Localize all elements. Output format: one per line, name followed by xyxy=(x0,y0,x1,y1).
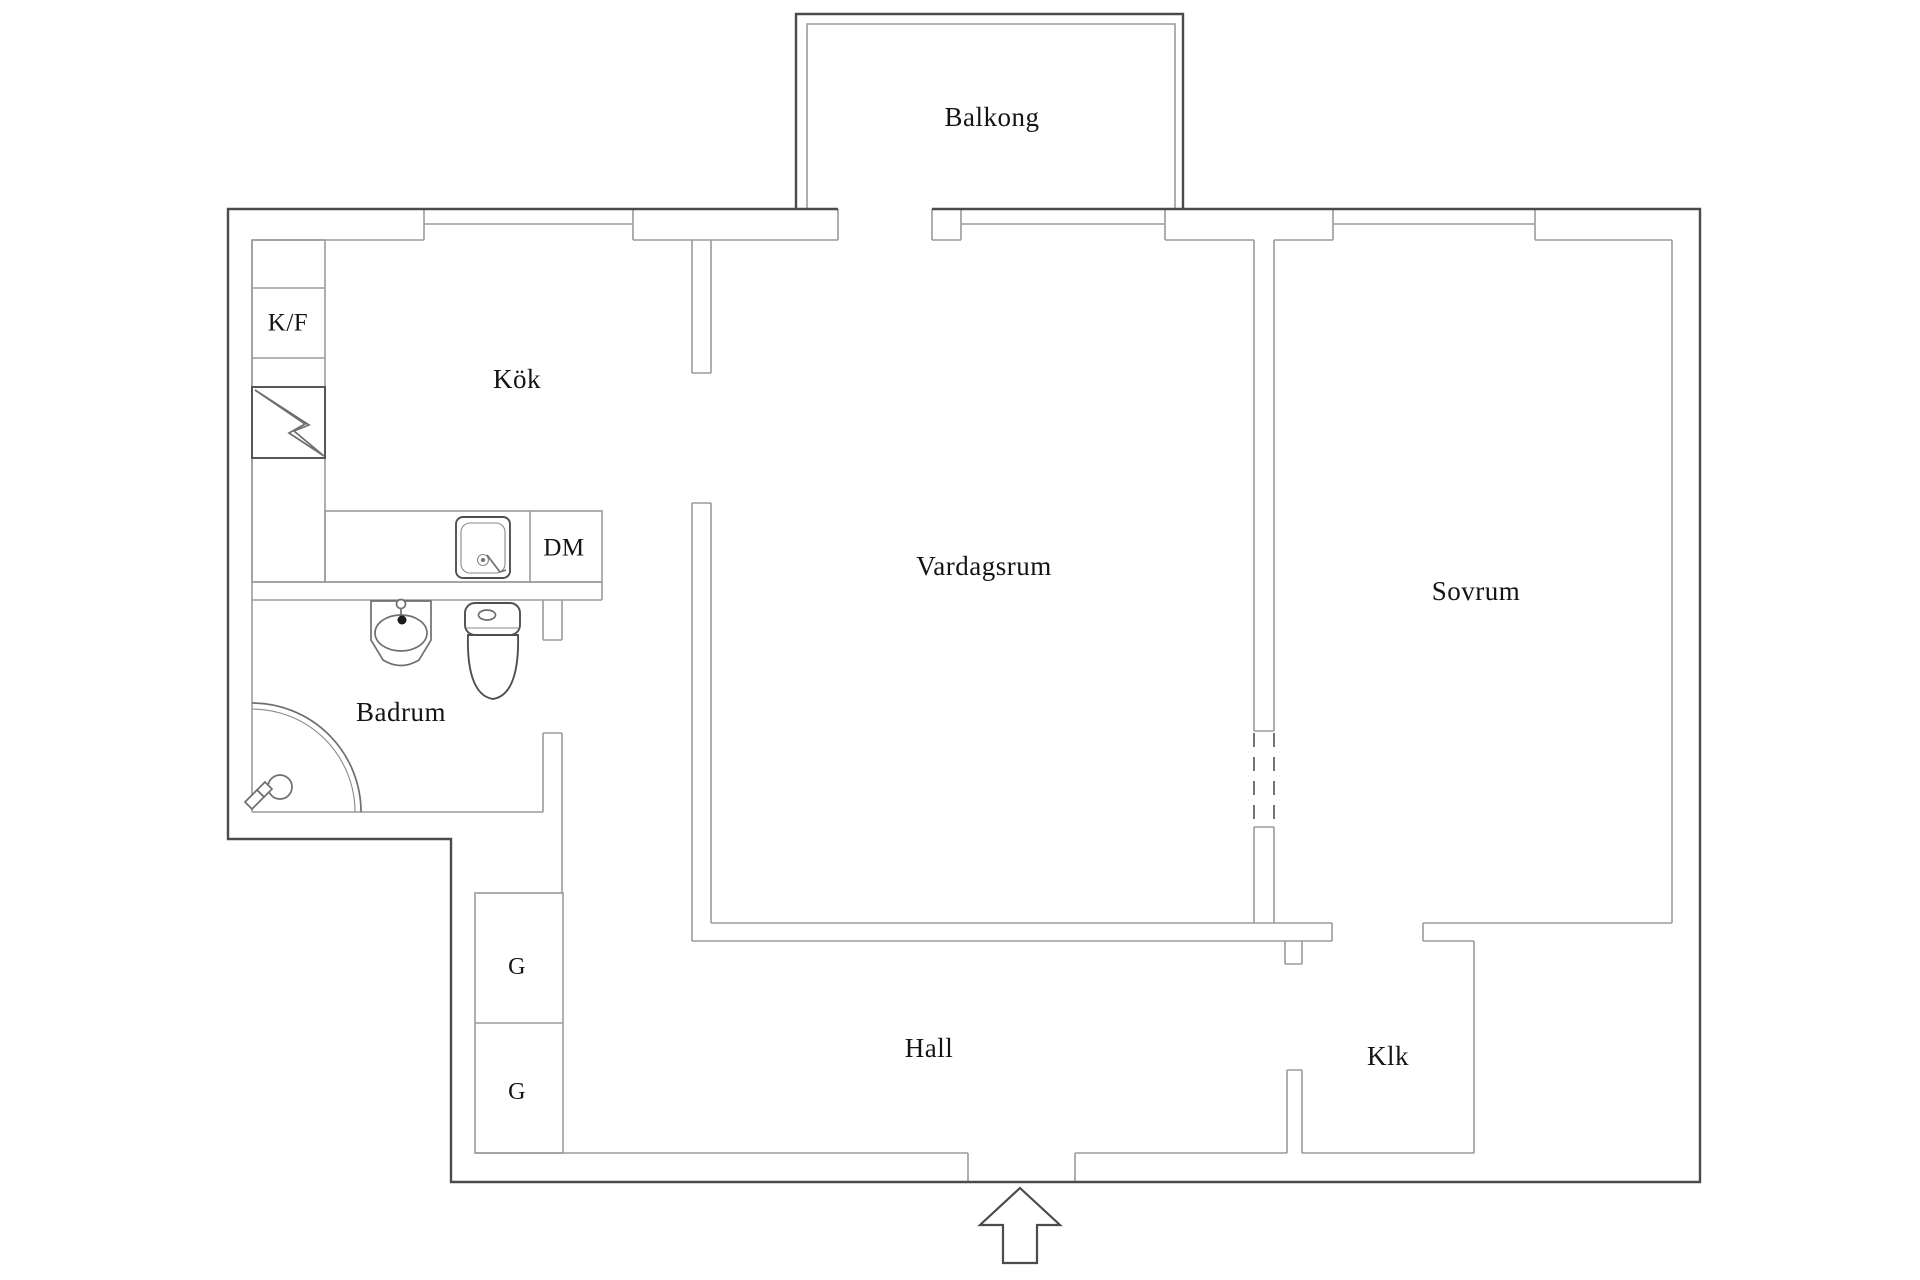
room-label-kok: Kök xyxy=(493,364,541,394)
kitchen-counter xyxy=(251,239,603,583)
washbasin-icon xyxy=(370,598,432,667)
entrance-arrow-icon xyxy=(977,1186,1063,1265)
inner-walls xyxy=(251,209,1673,1182)
wall-dashed-section xyxy=(1253,733,1275,827)
outer-walls xyxy=(226,207,1702,1184)
fixture-label-fridge-freezer: K/F xyxy=(268,310,308,337)
room-label-sovrum: Sovrum xyxy=(1432,576,1521,606)
room-label-balkong: Balkong xyxy=(945,102,1040,132)
room-label-badrum: Badrum xyxy=(356,697,446,727)
toilet-icon xyxy=(464,602,521,700)
fixture-labels: K/F DM G G xyxy=(268,310,584,1106)
fixture-label-dishwasher: DM xyxy=(543,535,584,562)
balcony xyxy=(794,12,1185,209)
room-label-hall: Hall xyxy=(905,1033,954,1063)
fixture-label-wardrobe-lower: G xyxy=(508,1079,526,1105)
fixture-label-wardrobe-upper: G xyxy=(508,954,526,980)
room-labels: Balkong Kök Vardagsrum Sovrum Badrum Hal… xyxy=(356,102,1520,1071)
bathroom-fixtures xyxy=(243,598,521,813)
room-label-klk: Klk xyxy=(1367,1041,1409,1071)
wardrobe-cabinets xyxy=(474,892,564,1154)
lightning-bolt-icon xyxy=(254,389,325,457)
electrical-panel xyxy=(251,386,326,459)
counter-run xyxy=(324,510,603,583)
shower-icon xyxy=(243,702,362,813)
kitchen-sink-icon xyxy=(455,516,511,579)
room-label-vardagsrum: Vardagsrum xyxy=(916,551,1051,581)
